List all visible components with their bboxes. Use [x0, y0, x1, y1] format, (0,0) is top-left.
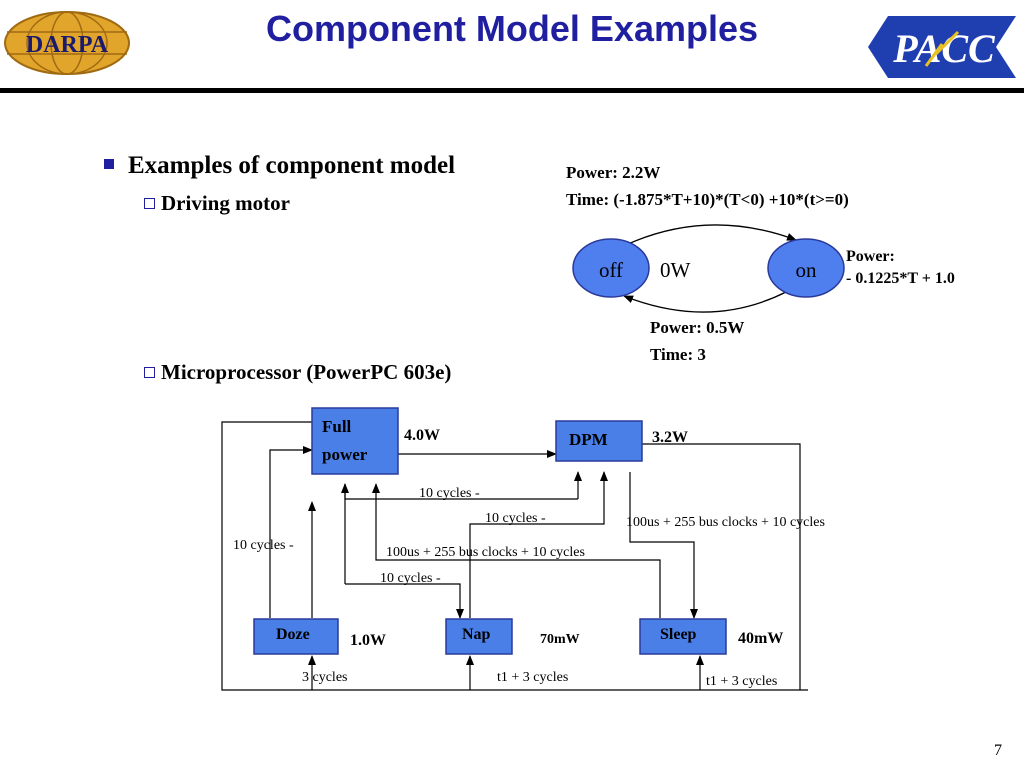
box-sleep [639, 618, 727, 655]
label-nap-t1: t1 + 3 cycles [497, 670, 569, 685]
doze-watt: 1.0W [350, 632, 386, 649]
darpa-logo: DARPA [4, 11, 130, 75]
full-power-label-line1: Full [322, 417, 352, 436]
bullet-square-icon [104, 159, 114, 170]
label-doze-3cycles: 3 cycles [302, 670, 348, 685]
full-power-watt: 4.0W [404, 427, 440, 444]
state-on-label: on [796, 258, 818, 282]
label-dpm-sleep-bus: 100us + 255 bus clocks + 10 cycles [626, 515, 825, 530]
arrow-full-nap [345, 583, 464, 619]
darpa-logo-text: DARPA [26, 32, 109, 58]
pacc-logo: PACC [868, 16, 1016, 78]
arrow-sleep-full [372, 483, 661, 618]
state-on [767, 238, 845, 298]
motor-top-time: Time: (-1.875*T+10)*(T<0) +10*(t>=0) [566, 190, 849, 209]
bullet-main-text: Examples of component model [128, 152, 456, 179]
nap-label: Nap [462, 626, 491, 643]
page-number: 7 [994, 742, 1002, 759]
page-title: Component Model Examples [265, 8, 759, 49]
title-divider [0, 88, 1024, 93]
pacc-logo-text: PACC [892, 26, 996, 71]
state-off [572, 238, 650, 298]
arrow-dpm-sleep [629, 472, 698, 619]
box-full-power [311, 407, 399, 475]
off-power-label: 0W [660, 258, 691, 282]
dpm-watt: 3.2W [652, 429, 688, 446]
bullet-open-square-icon [144, 197, 155, 209]
sleep-watt: 40mW [738, 630, 784, 647]
doze-label: Doze [276, 626, 310, 643]
motor-top-power: Power: 2.2W [566, 163, 661, 182]
full-power-label-line2: power [322, 445, 368, 464]
nap-watt: 70mW [540, 632, 580, 647]
sleep-label: Sleep [660, 626, 697, 643]
label-full-dpm-cycles: 10 cycles - [419, 486, 480, 501]
label-doze-cycles: 10 cycles - [233, 538, 294, 553]
bullet-main: Examples of component model [104, 152, 455, 180]
dpm-label: DPM [569, 430, 608, 449]
label-full-sleep-bus: 100us + 255 bus clocks + 10 cycles [386, 545, 585, 560]
motor-on-power-expr: - 0.1225*T + 1.0 [846, 270, 955, 287]
line-outer-left [221, 421, 808, 691]
box-dpm [555, 420, 643, 462]
line-outer-right [642, 443, 801, 690]
bullet-sub-cpu: Microprocessor (PowerPC 603e) [144, 360, 451, 385]
label-sleep-t1: t1 + 3 cycles [706, 674, 778, 689]
label-nap-dpm-cycles: 10 cycles - [485, 511, 546, 526]
state-off-label: off [599, 258, 623, 282]
box-nap [445, 618, 513, 655]
bullet-sub-motor-text: Driving motor [161, 191, 290, 215]
motor-arrow-on-to-off [623, 291, 787, 313]
motor-on-power-label: Power: [846, 248, 895, 265]
label-nap-full-cycles: 10 cycles - [380, 571, 441, 586]
box-doze [253, 618, 339, 655]
motor-bottom-time: Time: 3 [650, 345, 706, 364]
arrow-nap-dpm [469, 471, 608, 618]
motor-arrow-off-to-on [627, 224, 797, 245]
bullet-open-square-icon [144, 366, 155, 378]
bullet-sub-motor: Driving motor [144, 191, 290, 216]
arrow-doze-full-2 [269, 446, 313, 618]
bullet-sub-cpu-text: Microprocessor (PowerPC 603e) [161, 360, 452, 384]
motor-bottom-power: Power: 0.5W [650, 318, 745, 337]
